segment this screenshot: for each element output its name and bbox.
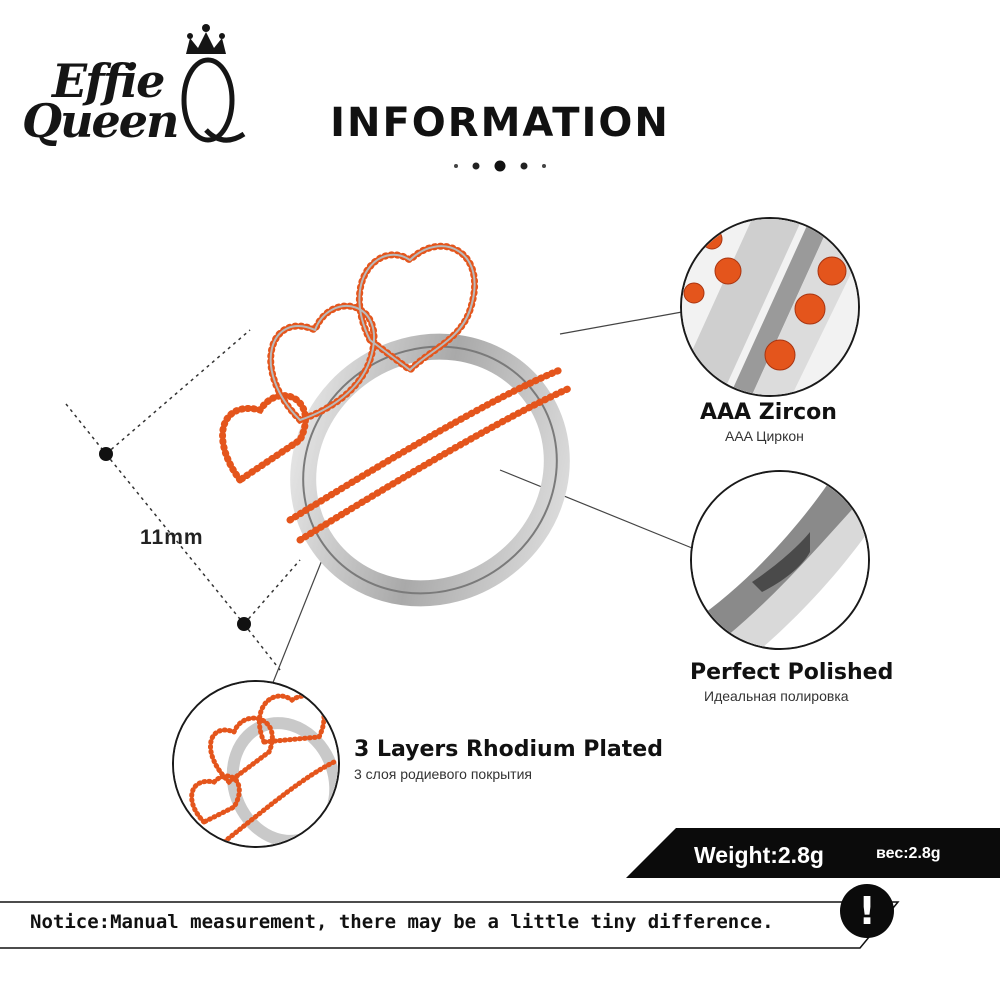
rhodium-detail-image [172, 680, 340, 848]
logo-word-effie: Effie [52, 54, 165, 108]
polish-detail-image [690, 470, 870, 650]
weight-label: Weight:2.8g [694, 842, 824, 868]
logo-word-queen: Queen [22, 94, 179, 148]
zircon-detail-image [680, 217, 860, 397]
polish-title: Perfect Polished [690, 660, 894, 685]
weight-label-ru: вес:2.8g [876, 845, 941, 862]
rhodium-title: 3 Layers Rhodium Plated [354, 737, 663, 762]
ring-main-image [219, 242, 574, 607]
zircon-title: AAA Zircon [700, 400, 837, 425]
exclamation-icon: ! [840, 884, 894, 938]
rhodium-subtitle: 3 слоя родиевого покрытия [354, 766, 532, 782]
weight-banner [626, 828, 1000, 878]
polish-subtitle: Идеальная полировка [704, 688, 849, 704]
zircon-subtitle: AAA Циркон [725, 428, 804, 444]
brand-logo: Effie Queen [18, 18, 248, 148]
notice-text: Notice:Manual measurement, there may be … [30, 911, 774, 933]
crown-icon [181, 24, 246, 143]
page-title: INFORMATION [330, 100, 670, 146]
ring-width-label: 11mm [140, 526, 204, 549]
title-dots-divider [454, 160, 546, 172]
